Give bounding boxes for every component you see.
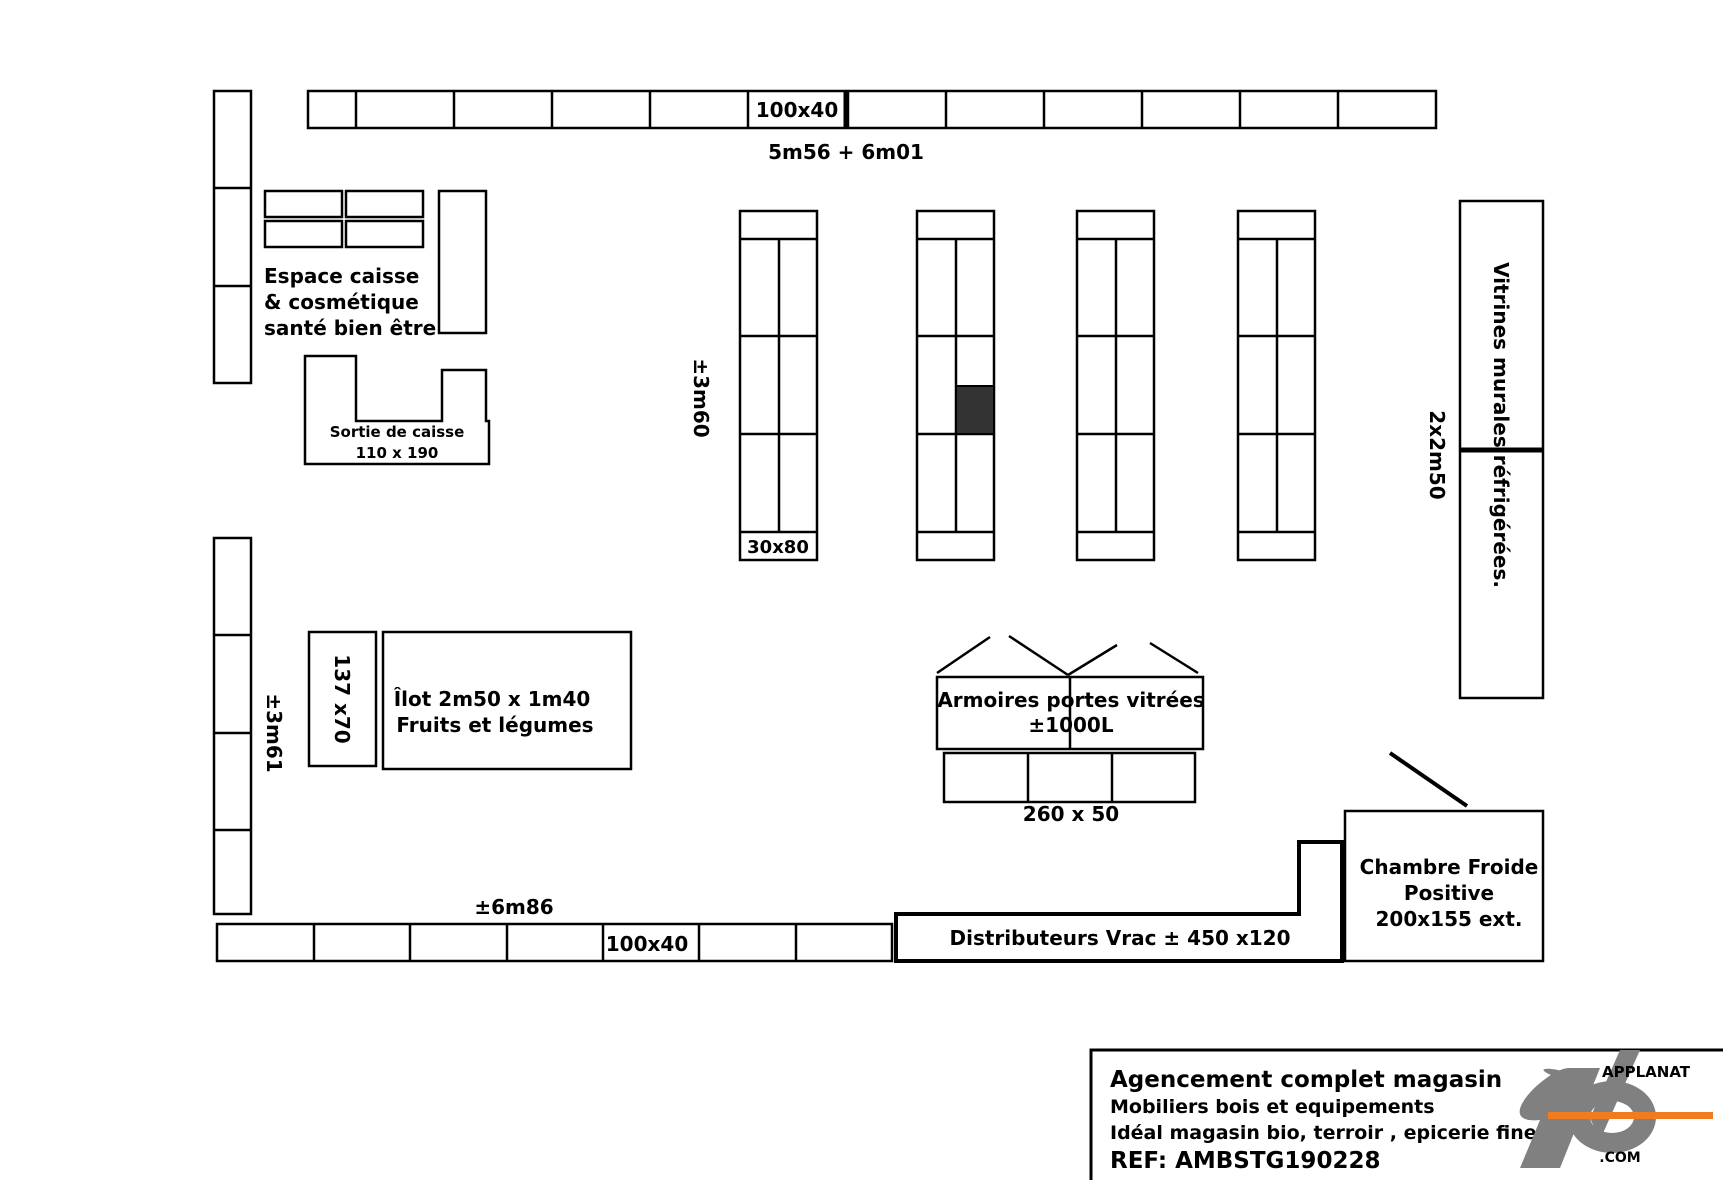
- title-block-subtitle-1: Mobiliers bois et equipements: [1110, 1096, 1435, 1118]
- checkout-area: Espace caisse & cosmétique santé bien êt…: [263, 189, 488, 340]
- produce-island-label-1: Îlot 2m50 x 1m40: [394, 687, 591, 711]
- door-swing-line-1: [936, 635, 991, 675]
- top-wall-shelving: 100x40 5m56 + 6m01: [306, 89, 1438, 164]
- small-island-size-label: 137 x70: [330, 654, 354, 743]
- top-shelf-size-label: 100x40: [756, 98, 838, 122]
- left-upper-shelf: [212, 89, 253, 385]
- door-swing-line-2: [1008, 634, 1069, 677]
- glass-cabinets-label-2: ±1000L: [1028, 713, 1113, 737]
- produce-island-label-2: Fruits et légumes: [396, 713, 593, 737]
- checkout-exit-label-2: 110 x 190: [356, 444, 439, 462]
- checkout-side-unit: [437, 189, 488, 335]
- logo-text-top: APPLANAT: [1602, 1063, 1691, 1081]
- checkout-exit-label-1: Sortie de caisse: [330, 423, 465, 441]
- applanat-logo-icon: APPLANAT .COM: [1519, 1050, 1713, 1168]
- glass-cabinets-label-1: Armoires portes vitrées: [937, 688, 1204, 712]
- gondola-1: 30x80: [738, 209, 819, 562]
- cold-room-label-2: Positive: [1404, 881, 1494, 905]
- checkout-exit-counter: [303, 354, 491, 466]
- top-wall-length-label: 5m56 + 6m01: [768, 140, 924, 164]
- glass-door-cabinets: Armoires portes vitrées ±1000L 260 x 50: [935, 634, 1205, 826]
- checkout-counter-4: [344, 219, 425, 249]
- gondola-3: [1075, 209, 1156, 562]
- bottom-shelf-size-label: 100x40: [606, 932, 688, 956]
- gondola-head-size-label: 30x80: [747, 537, 809, 558]
- glass-cabinets-size-label: 260 x 50: [1023, 802, 1119, 826]
- door-swing-line-3: [1067, 643, 1118, 677]
- logo-text-bottom: .COM: [1599, 1150, 1640, 1166]
- bulk-dispensers-label: Distributeurs Vrac ± 450 x120: [949, 926, 1290, 950]
- title-block-reference: REF: AMBSTG190228: [1110, 1148, 1380, 1174]
- top-shelf-run: [306, 89, 1438, 130]
- checkout-area-label-1: Espace caisse: [264, 264, 419, 288]
- cold-room-door-line: [1388, 751, 1469, 808]
- left-wall-length-label: ±3m61: [262, 693, 286, 772]
- small-island: 137 x70: [307, 630, 378, 768]
- bottom-wall-shelving: ±6m86 100x40: [215, 895, 894, 963]
- left-wall-lower-shelving: ±3m61: [212, 536, 286, 916]
- gondola-highlighted-cell: [955, 385, 995, 435]
- checkout-counter-3: [263, 219, 344, 249]
- left-wall-upper-shelving: [212, 89, 253, 385]
- checkout-area-label-2: & cosmétique: [264, 290, 419, 314]
- door-swing-line-4: [1149, 641, 1199, 675]
- gondola-4: [1236, 209, 1317, 562]
- checkout-area-label-3: santé bien être: [264, 316, 436, 340]
- bulk-dispensers: Distributeurs Vrac ± 450 x120: [894, 840, 1344, 963]
- gondola-height-label: ±3m60: [689, 358, 713, 437]
- gondola-2: [915, 209, 996, 562]
- cold-room-label-3: 200x155 ext.: [1376, 907, 1523, 931]
- title-block: Agencement complet magasin Mobiliers boi…: [1089, 1048, 1723, 1180]
- checkout-exit: Sortie de caisse 110 x 190: [303, 354, 491, 466]
- checkout-counter-2: [344, 189, 425, 219]
- bottom-wall-length-label: ±6m86: [474, 895, 553, 919]
- cold-room: Chambre Froide Positive 200x155 ext.: [1343, 751, 1545, 963]
- wall-fridge-title: Vitrines murales réfrigérées.: [1489, 262, 1513, 588]
- checkout-counter-1: [263, 189, 344, 219]
- cold-room-label-1: Chambre Froide: [1360, 855, 1539, 879]
- title-block-subtitle-2: Idéal magasin bio, terroir , epicerie fi…: [1110, 1122, 1537, 1144]
- wall-fridge-length-label: 2x2m50: [1425, 410, 1449, 499]
- title-block-title: Agencement complet magasin: [1110, 1067, 1502, 1093]
- produce-island: Îlot 2m50 x 1m40 Fruits et légumes: [381, 630, 633, 771]
- wall-refrigerated-displays: 2x2m50 Vitrines murales réfrigérées.: [1425, 199, 1545, 700]
